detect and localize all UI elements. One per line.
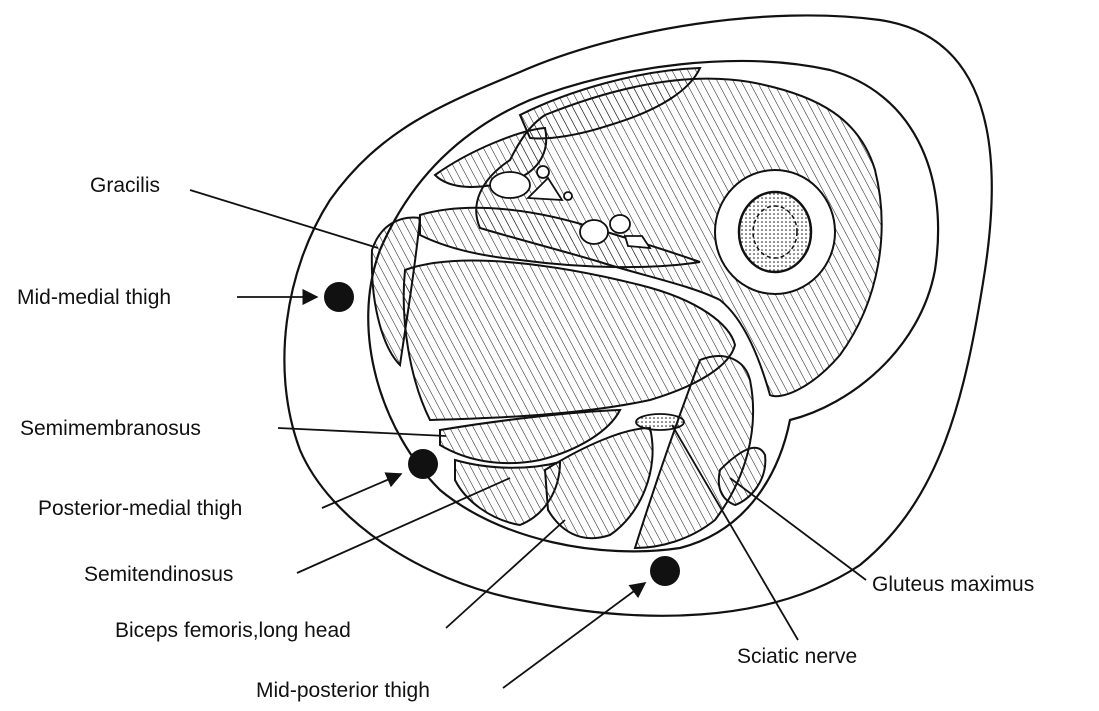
biceps-femoris-leader [446, 520, 565, 628]
femoral-vessel-3 [537, 166, 549, 178]
deep-vessel-2 [610, 215, 630, 233]
posterior-medial-thigh-arrow [322, 474, 401, 508]
label-gluteus-maximus: Gluteus maximus [872, 574, 1034, 595]
gracilis-leader [190, 190, 378, 248]
femur-marrow [739, 192, 811, 272]
femoral-vessel-1 [490, 172, 530, 198]
label-gracilis: Gracilis [90, 175, 160, 196]
semitendinosus-leader [297, 478, 510, 573]
gluteus-maximus-leader [730, 478, 866, 580]
mid-posterior-thigh-arrow [503, 583, 645, 688]
label-posterior-medial-thigh: Posterior-medial thigh [38, 498, 242, 519]
sciatic-nerve-shape [636, 414, 684, 430]
label-mid-posterior-thigh: Mid-posterior thigh [256, 680, 430, 701]
label-semimembranosus: Semimembranosus [20, 418, 201, 439]
label-biceps-femoris: Biceps femoris,long head [115, 620, 351, 641]
semimembranosus-leader [278, 428, 446, 436]
label-semitendinosus: Semitendinosus [84, 564, 233, 585]
label-mid-medial-thigh: Mid-medial thigh [17, 287, 171, 308]
posterior-medial-thigh-dot [408, 449, 438, 479]
mid-medial-thigh-dot [324, 282, 354, 312]
mid-posterior-thigh-dot [650, 556, 680, 586]
label-sciatic-nerve: Sciatic nerve [737, 646, 857, 667]
femoral-vessel-4 [564, 192, 572, 200]
deep-vessel-1 [580, 220, 608, 244]
